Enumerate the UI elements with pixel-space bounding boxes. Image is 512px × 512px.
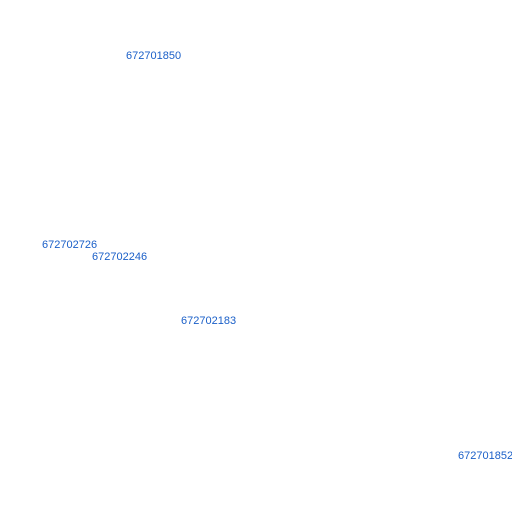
- parcel-label-link[interactable]: 672701852: [458, 450, 512, 462]
- parcel-label-link[interactable]: 672702246: [92, 251, 148, 263]
- parcel-label-link[interactable]: 672702726: [42, 239, 98, 251]
- parcel-label-link[interactable]: 672701850: [126, 50, 182, 62]
- parcel-label-link[interactable]: 672702183: [181, 315, 237, 327]
